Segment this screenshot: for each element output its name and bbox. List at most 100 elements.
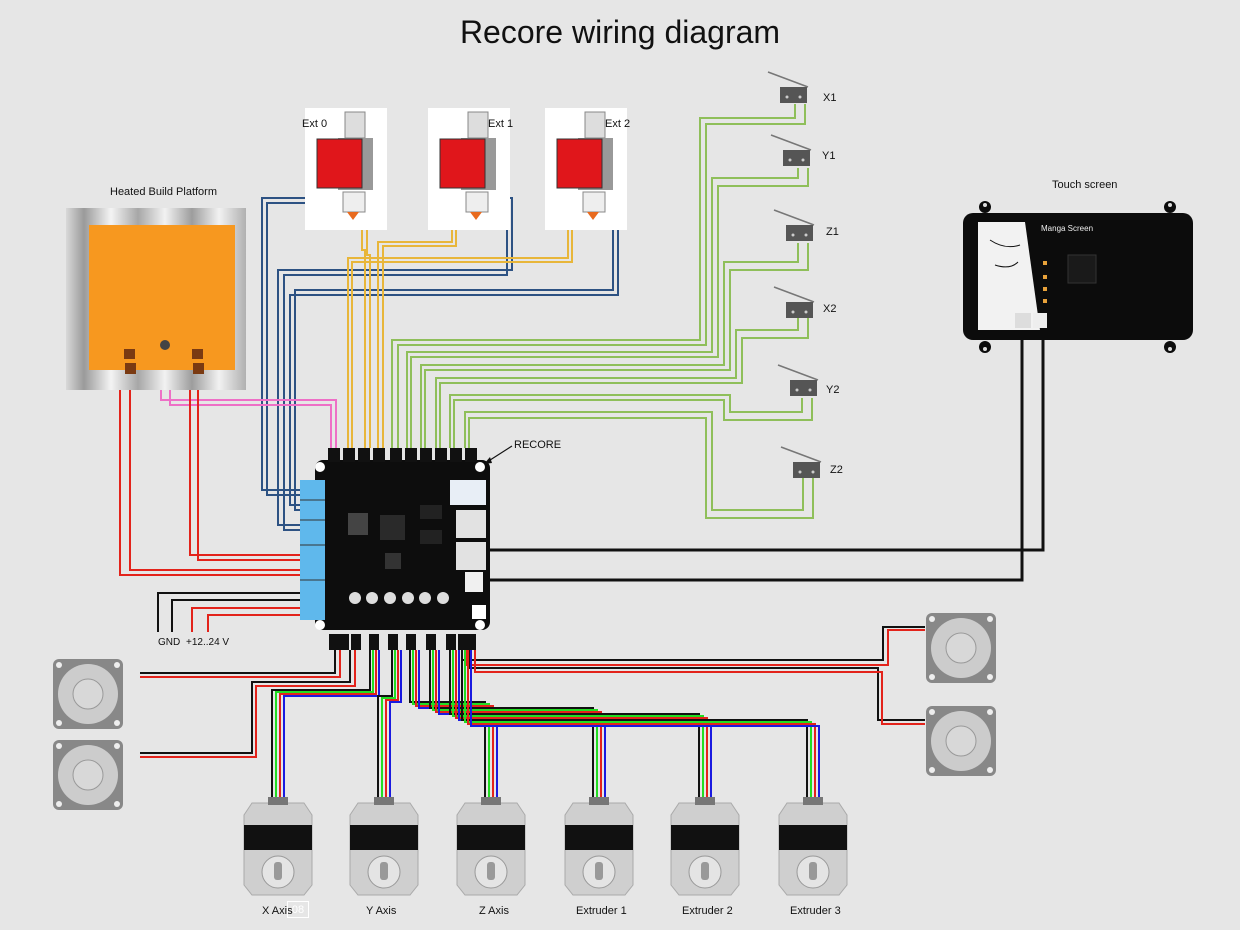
header-connector — [465, 448, 477, 462]
nozzle-icon — [587, 212, 599, 220]
touch-screen-brand: Manga Screen — [1041, 224, 1094, 233]
stepper-wire — [452, 650, 704, 800]
main-power-wires — [157, 592, 318, 632]
stepper-motor-icon — [456, 797, 526, 896]
header-connector — [446, 634, 456, 650]
stepper-wire — [271, 650, 371, 800]
header-connector — [388, 634, 398, 650]
page-title: Recore wiring diagram — [459, 14, 781, 50]
stepper-wire — [415, 650, 494, 800]
endstop-switch — [777, 364, 819, 396]
stepper-motors — [243, 797, 848, 896]
recore-board[interactable] — [300, 448, 490, 650]
stepper-wire — [377, 650, 393, 800]
stepper-wire — [435, 650, 602, 800]
stepper-wire — [275, 650, 374, 800]
stepper-wire — [461, 650, 808, 800]
heated-bed — [66, 208, 246, 390]
motor-label-x: X Axis — [262, 905, 293, 917]
endstop-switch — [773, 209, 815, 241]
header-connector — [420, 448, 432, 462]
nozzle-icon — [470, 212, 482, 220]
overlay-badge: 08 — [287, 901, 309, 918]
stepper-wire — [385, 650, 399, 800]
board-label: RECORE — [514, 439, 562, 451]
header-connector — [390, 448, 402, 462]
touchscreen-cables — [488, 330, 1045, 582]
header-connector — [358, 448, 370, 462]
heated-bed-label: Heated Build Platform — [110, 186, 217, 198]
endstop-wires — [391, 104, 814, 519]
endstop-switch — [767, 71, 809, 103]
stepper-motor-icon — [778, 797, 848, 896]
motor-label-z: Z Axis — [479, 905, 509, 917]
header-connector — [329, 634, 339, 650]
header-connector — [328, 448, 340, 462]
stepper-wire — [455, 650, 708, 800]
heater-block-icon — [316, 138, 363, 189]
fans — [53, 613, 996, 810]
heater-block-icon — [439, 138, 486, 189]
endstop-switch — [780, 446, 822, 478]
fan-icon — [53, 659, 123, 729]
header-connector — [450, 448, 462, 462]
endstop-label-x2: X2 — [823, 303, 837, 315]
endstop-switch — [770, 134, 812, 166]
stepper-wire — [389, 650, 402, 800]
motor-label-e2: Extruder 2 — [682, 905, 733, 917]
stepper-wire — [464, 650, 812, 800]
motor-label-e3: Extruder 3 — [790, 905, 841, 917]
stepper-wire — [467, 650, 816, 800]
header-connector — [369, 634, 379, 650]
stepper-motor-icon — [243, 797, 313, 896]
recore-pointer-arrow — [484, 445, 513, 464]
header-connector — [351, 634, 361, 650]
stepper-wires — [271, 650, 820, 800]
endstop-label-y1: Y1 — [822, 150, 836, 162]
stepper-wire — [283, 650, 380, 800]
hotends — [305, 108, 627, 230]
touch-screen[interactable] — [963, 201, 1193, 353]
hotend — [545, 108, 627, 230]
header-connector — [406, 634, 416, 650]
fan-icon — [926, 706, 996, 776]
header-connector — [426, 634, 436, 650]
stepper-wire — [470, 650, 820, 800]
hotend-thermistor-wires — [347, 212, 573, 448]
header-connector — [373, 448, 385, 462]
stepper-motor-icon — [564, 797, 634, 896]
motor-label-e1: Extruder 1 — [576, 905, 627, 917]
stepper-motor-icon — [349, 797, 419, 896]
stepper-wire — [381, 650, 396, 800]
header-connector — [339, 634, 349, 650]
hotend-label-0: Ext 0 — [302, 118, 328, 130]
endstop-label-y2: Y2 — [826, 384, 840, 396]
header-connector — [435, 448, 447, 462]
motor-label-y: Y Axis — [366, 905, 397, 917]
endstop-label-z2: Z2 — [830, 464, 843, 476]
fan-icon — [926, 613, 996, 683]
vin-label: +12..24 V — [186, 637, 230, 648]
endstop-switch — [773, 286, 815, 318]
stepper-motor-icon — [670, 797, 740, 896]
hotend-label-1: Ext 1 — [488, 118, 514, 130]
endstops — [767, 71, 822, 478]
header-connector — [343, 448, 355, 462]
stepper-wire — [432, 650, 598, 800]
fan-wires-left — [140, 650, 356, 758]
stepper-wire — [449, 650, 700, 800]
hotend — [428, 108, 510, 230]
fan-icon — [53, 740, 123, 810]
header-connector — [466, 634, 476, 650]
touch-screen-label: Touch screen — [1052, 179, 1118, 191]
hotend-label-2: Ext 2 — [605, 118, 631, 130]
hotend — [305, 108, 387, 230]
heater-block-icon — [556, 138, 603, 189]
stepper-wire — [409, 650, 486, 800]
endstop-label-z1: Z1 — [826, 226, 839, 238]
header-connector — [458, 634, 468, 650]
endstop-label-x1: X1 — [823, 92, 837, 104]
nozzle-icon — [347, 212, 359, 220]
